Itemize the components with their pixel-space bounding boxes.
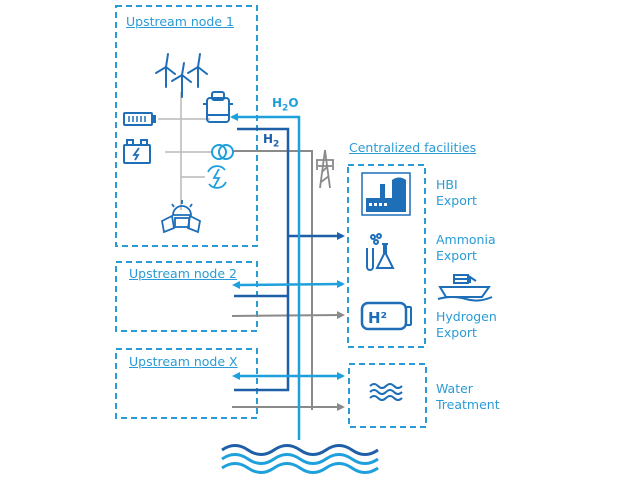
solar-panels-icon	[160, 200, 202, 234]
car-battery-icon	[123, 139, 151, 164]
upstream-node-1-box	[115, 5, 258, 247]
svg-text:H²: H²	[368, 309, 387, 327]
water-treatment-box	[348, 363, 427, 428]
water-waves-icon	[369, 383, 403, 401]
upstream-node-1-title: Upstream node 1	[126, 14, 234, 29]
electrolyzer-icon	[203, 91, 233, 123]
hydrogen-tank-icon: H²	[360, 301, 412, 331]
centralized-facilities-title: Centralized facilities	[349, 140, 477, 155]
water-flow-label: H2O	[272, 96, 299, 114]
transformer-icon	[211, 144, 234, 160]
hydrogen-flow-label: H2	[263, 132, 280, 150]
water-line	[230, 113, 345, 440]
battery-icon	[123, 112, 156, 126]
upstream-node-x-title: Upstream node X	[129, 354, 238, 369]
power-pylon-icon	[316, 149, 334, 189]
steel-plant-icon	[361, 172, 411, 216]
wind-turbines-icon	[155, 53, 208, 98]
cargo-ship-icon	[437, 274, 493, 302]
grid-balancing-icon	[207, 165, 227, 189]
upstream-node-x-box	[115, 348, 258, 419]
hydrogen-line	[234, 127, 345, 392]
internal-bus	[158, 92, 212, 210]
water-source-icon	[221, 444, 379, 474]
upstream-node-2-title: Upstream node 2	[129, 266, 237, 281]
chemistry-flask-icon	[366, 233, 395, 271]
